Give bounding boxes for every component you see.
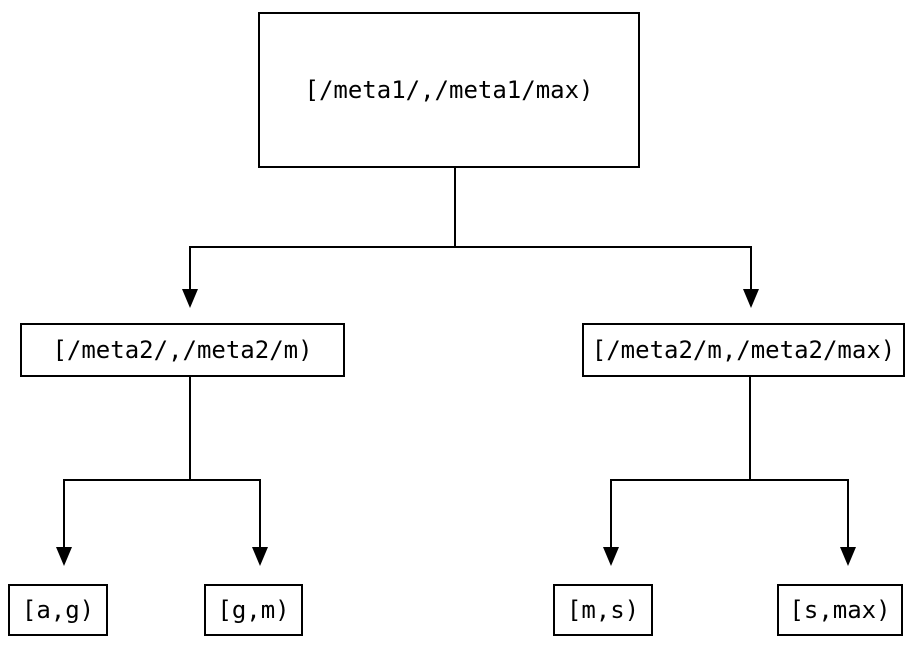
node-leaf-s-max: [s,max) <box>777 584 903 636</box>
edge-left-distributor <box>63 479 261 481</box>
edge-left-to-leaf-ag <box>63 479 65 547</box>
arrowhead-down-icon <box>840 547 856 566</box>
edge-root-to-right <box>750 246 752 289</box>
arrowhead-down-icon <box>252 547 268 566</box>
edge-right-to-leaf-smax <box>847 479 849 547</box>
node-leaf-g-m: [g,m) <box>204 584 303 636</box>
edge-right-stem <box>749 377 751 481</box>
edge-left-stem <box>189 377 191 481</box>
node-leaf-m-s: [m,s) <box>553 584 653 636</box>
edge-right-distributor <box>610 479 849 481</box>
arrowhead-down-icon <box>603 547 619 566</box>
edge-root-to-left <box>189 246 191 289</box>
node-meta2-upper-range: [/meta2/m,/meta2/max) <box>582 323 905 377</box>
node-meta2-lower-range: [/meta2/,/meta2/m) <box>20 323 345 377</box>
edge-right-to-leaf-ms <box>610 479 612 547</box>
node-meta1-range: [/meta1/,/meta1/max) <box>258 12 640 168</box>
arrowhead-down-icon <box>743 289 759 308</box>
edge-left-to-leaf-gm <box>259 479 261 547</box>
edge-root-stem <box>454 168 456 247</box>
node-leaf-a-g: [a,g) <box>8 584 108 636</box>
edge-root-distributor <box>189 246 752 248</box>
arrowhead-down-icon <box>182 289 198 308</box>
arrowhead-down-icon <box>56 547 72 566</box>
